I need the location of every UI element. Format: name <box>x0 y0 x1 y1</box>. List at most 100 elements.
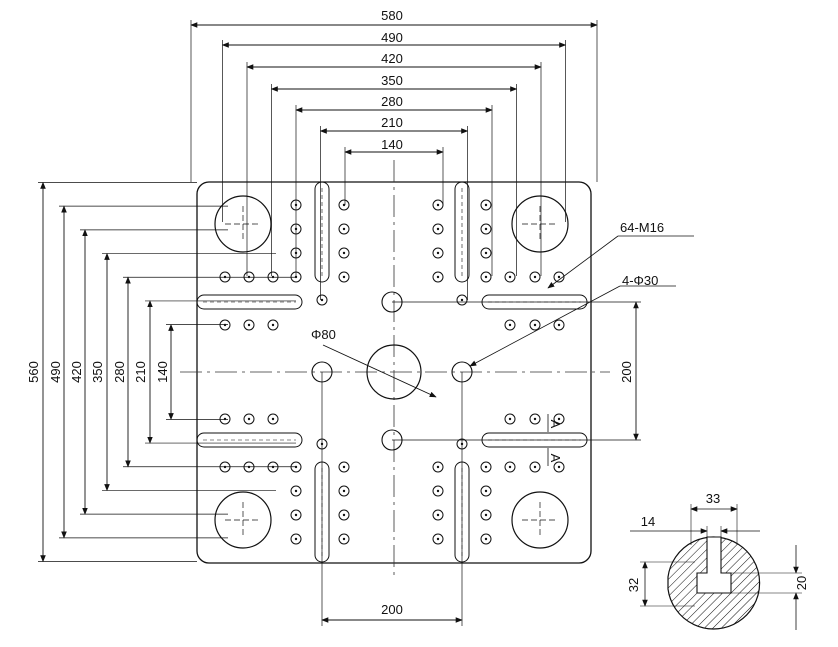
center-hole-leader <box>322 344 437 398</box>
tapped-hole-center <box>484 465 488 469</box>
tapped-hole <box>338 461 350 473</box>
vertical-t-slot <box>454 181 470 283</box>
dim-bottom-200: 200 <box>381 602 403 617</box>
tapped-hole <box>219 319 231 331</box>
tapped-hole <box>529 319 541 331</box>
tapped-hole-center <box>533 417 537 421</box>
tapped-hole-center <box>342 465 346 469</box>
tapped-hole-center <box>247 465 251 469</box>
tapped-hole-center <box>342 275 346 279</box>
tapped-hole <box>338 485 350 497</box>
tapped-hole <box>553 413 565 425</box>
tapped-hole <box>219 413 231 425</box>
tapped-hole-center <box>508 275 512 279</box>
corner-circle <box>511 195 569 253</box>
tapped-hole <box>432 247 444 259</box>
tapped-hole <box>504 271 516 283</box>
bolt-hole <box>381 291 403 313</box>
tapped-hole-center <box>484 537 488 541</box>
callout-tapped-holes: 64-M16 <box>620 220 664 235</box>
dim-top-350: 350 <box>381 73 403 88</box>
tapped-hole-center <box>508 323 512 327</box>
tapped-hole-center <box>436 465 440 469</box>
tapped-hole <box>219 461 231 473</box>
tapped-hole-center <box>247 275 251 279</box>
tapped-hole <box>529 461 541 473</box>
tapped-hole <box>267 271 279 283</box>
tapped-hole-center <box>436 227 440 231</box>
tapped-hole-center <box>271 417 275 421</box>
tapped-hole-center <box>342 513 346 517</box>
tapped-hole-center <box>508 417 512 421</box>
tapped-hole <box>243 271 255 283</box>
tapped-hole <box>338 271 350 283</box>
tapped-hole <box>529 413 541 425</box>
tapped-hole <box>338 509 350 521</box>
dim-left-560: 560 <box>26 361 41 383</box>
corner-circle <box>511 491 569 549</box>
tapped-hole <box>290 509 302 521</box>
tapped-hole <box>267 413 279 425</box>
tapped-hole-center <box>436 537 440 541</box>
tapped-hole-center <box>484 227 488 231</box>
detail-dim-33: 33 <box>706 491 720 506</box>
tapped-hole <box>290 223 302 235</box>
detail-dim-32: 32 <box>626 578 641 592</box>
tapped-hole-center <box>557 275 561 279</box>
tapped-hole-center <box>223 275 227 279</box>
tapped-hole-center <box>508 465 512 469</box>
tapped-hole <box>480 271 492 283</box>
tapped-hole-center <box>271 275 275 279</box>
tapped-hole <box>480 199 492 211</box>
tapped-hole-center <box>484 489 488 493</box>
tapped-hole <box>338 247 350 259</box>
callout-center-hole: Φ80 <box>311 327 336 342</box>
tapped-hole-center <box>436 203 440 207</box>
bolt-hole <box>311 361 333 383</box>
tapped-hole-center <box>294 275 298 279</box>
tapped-hole <box>290 461 302 473</box>
tapped-hole <box>480 223 492 235</box>
center-hole <box>366 344 422 400</box>
tapped-hole-center <box>533 323 537 327</box>
corner-circle <box>214 195 272 253</box>
tapped-hole <box>290 199 302 211</box>
dim-top-210: 210 <box>381 115 403 130</box>
bolt-hole <box>381 429 403 451</box>
callout-bolt-holes: 4-Φ30 <box>622 273 658 288</box>
tapped-hole <box>243 413 255 425</box>
tapped-hole-center <box>294 537 298 541</box>
dim-top-140: 140 <box>381 137 403 152</box>
tapped-hole <box>504 413 516 425</box>
horizontal-t-slot <box>481 294 588 310</box>
tapped-hole-center <box>342 251 346 255</box>
tapped-hole <box>243 461 255 473</box>
tapped-hole-center <box>460 298 464 302</box>
detail-dim-14: 14 <box>641 514 655 529</box>
tapped-hole-center <box>294 203 298 207</box>
dim-left-350: 350 <box>90 361 105 383</box>
tapped-hole-center <box>320 298 324 302</box>
tapped-hole <box>290 247 302 259</box>
tapped-hole-center <box>484 251 488 255</box>
dim-left-210: 210 <box>133 361 148 383</box>
tapped-hole-center <box>223 323 227 327</box>
callout-leader <box>469 285 621 367</box>
tapped-hole <box>432 509 444 521</box>
tapped-hole-center <box>436 513 440 517</box>
detail-dim-20: 20 <box>794 576 809 590</box>
tapped-hole <box>432 223 444 235</box>
tapped-hole-center <box>320 442 324 446</box>
tapped-hole-center <box>436 251 440 255</box>
vertical-t-slot <box>314 461 330 563</box>
tapped-hole-center <box>247 323 251 327</box>
tapped-hole-center <box>460 442 464 446</box>
tapped-hole-center <box>484 513 488 517</box>
tapped-hole <box>338 223 350 235</box>
tapped-hole-center <box>533 275 537 279</box>
dim-left-420: 420 <box>69 361 84 383</box>
dim-top-280: 280 <box>381 94 403 109</box>
dim-left-140: 140 <box>155 361 170 383</box>
tapped-hole-center <box>294 513 298 517</box>
